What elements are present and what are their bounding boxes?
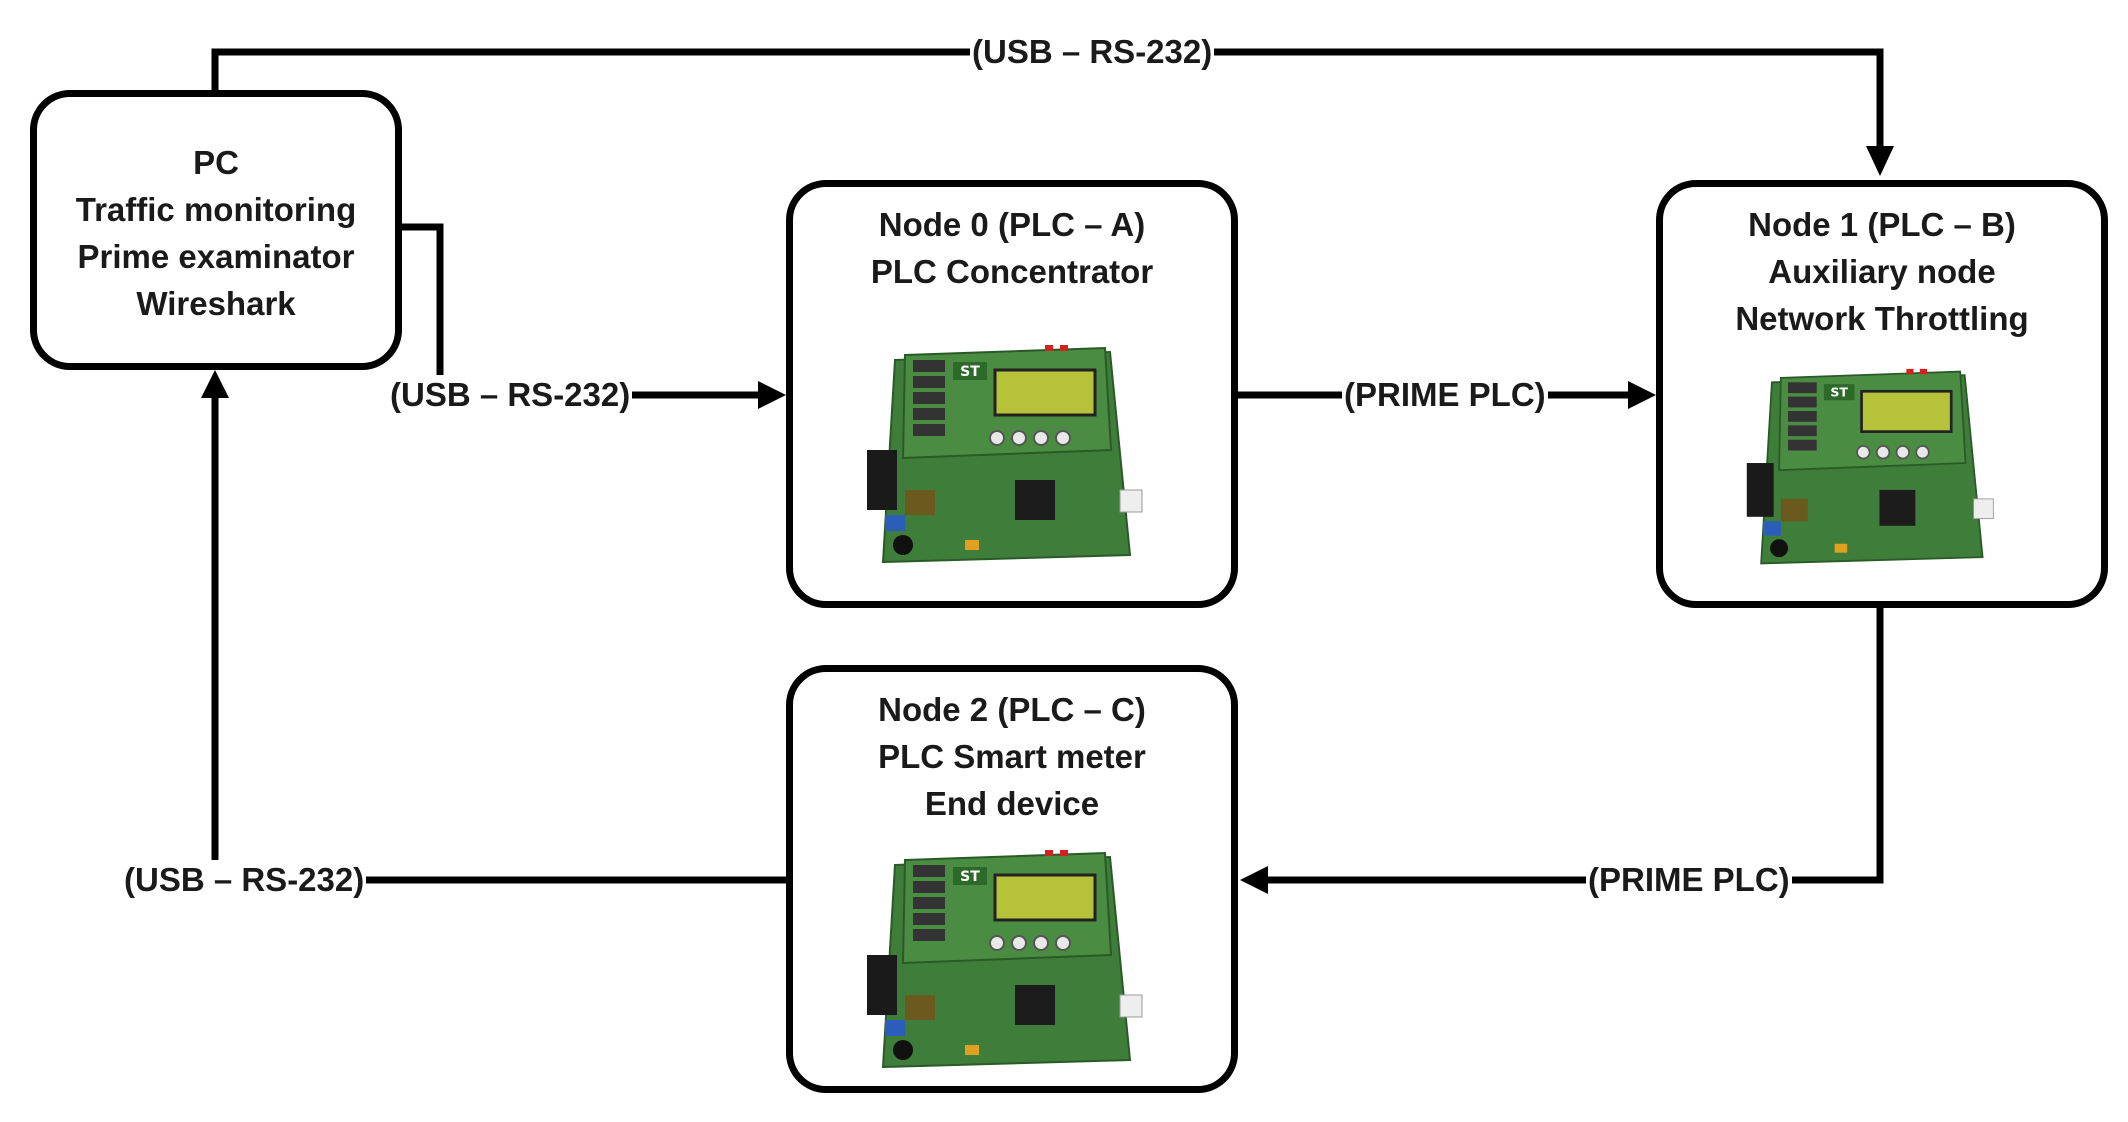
node0-role: PLC Concentrator — [870, 253, 1154, 290]
relay-block — [913, 424, 945, 436]
lcd-display — [993, 368, 1097, 417]
board-button — [1033, 430, 1049, 446]
edge-label-node0-to-node1: (PRIME PLC) — [1342, 375, 1548, 415]
relay-block — [913, 376, 945, 388]
lcd-display — [993, 873, 1097, 922]
pc-title: PC — [193, 144, 239, 181]
blue-component — [885, 1020, 905, 1036]
main-chip — [1015, 480, 1055, 520]
node1-role: Auxiliary node — [1768, 253, 1996, 290]
transformer — [905, 490, 935, 515]
arrowhead-node1-to-node2 — [1240, 866, 1268, 894]
transformer — [905, 995, 935, 1020]
transformer — [1780, 498, 1808, 522]
knob — [1770, 539, 1789, 558]
arrowhead-pc-to-node0 — [758, 381, 786, 409]
knob — [893, 1040, 913, 1060]
st-logo: ST — [1830, 385, 1848, 400]
relay-block — [1788, 439, 1817, 451]
board-button — [1055, 430, 1071, 446]
power-connector — [867, 955, 897, 1015]
edge-label-pc-to-node1: (USB – RS-232) — [970, 32, 1215, 72]
edge-pc-to-node0 — [398, 223, 770, 399]
power-connector — [867, 450, 897, 510]
blue-component — [885, 515, 905, 531]
board-button — [1915, 445, 1930, 460]
board-button — [989, 430, 1005, 446]
board-button — [1011, 935, 1027, 951]
node0-plc-board-image: ST — [867, 345, 1143, 564]
edge-label-node1-to-node2: (PRIME PLC) — [1586, 860, 1792, 900]
red-led — [1060, 850, 1068, 856]
side-connector — [1973, 498, 1994, 520]
st-logo-plate — [953, 867, 987, 885]
board-button — [1011, 430, 1027, 446]
board-button — [989, 935, 1005, 951]
arrowhead-pc-to-node1 — [1866, 146, 1894, 176]
relay-block — [1788, 396, 1817, 408]
relay-block — [913, 392, 945, 404]
edge-label-node2-to-pc: (USB – RS-232) — [122, 860, 367, 900]
pc-line-wireshark: Wireshark — [136, 285, 296, 322]
board-button — [1055, 935, 1071, 951]
pc-line-traffic-monitoring: Traffic monitoring — [75, 191, 357, 228]
relay-block — [1788, 411, 1817, 422]
relay-block — [913, 897, 945, 909]
node2-title: Node 2 (PLC – C) — [878, 691, 1146, 728]
board-button — [1856, 445, 1871, 460]
node2-function: End device — [924, 785, 1100, 822]
pc-box-text: PC Traffic monitoring Prime examinator W… — [37, 139, 395, 327]
node2-role: PLC Smart meter — [878, 738, 1146, 775]
relay-block — [1788, 425, 1817, 437]
relay-block — [913, 360, 945, 372]
board-button — [1033, 935, 1049, 951]
yellow-capacitor — [1834, 543, 1848, 553]
relay-block — [913, 881, 945, 893]
power-connector — [1746, 463, 1774, 517]
edge-node1-to-node2 — [1258, 608, 1884, 884]
node2-plc-board-image: ST — [867, 850, 1143, 1069]
relay-block — [913, 408, 945, 420]
yellow-capacitor — [965, 540, 979, 550]
st-logo: ST — [960, 869, 980, 885]
arrowhead-node0-to-node1 — [1628, 381, 1656, 409]
edge-label-pc-to-node0: (USB – RS-232) — [388, 375, 633, 415]
red-led — [1045, 345, 1053, 351]
side-connector — [1119, 994, 1143, 1018]
main-chip — [1879, 489, 1916, 526]
relay-block — [1788, 382, 1817, 394]
board-button — [1895, 445, 1910, 460]
node1-function: Network Throttling — [1735, 300, 2029, 337]
node1-box-text: Node 1 (PLC – B) Auxiliary node Network … — [1663, 201, 2101, 342]
st-logo: ST — [960, 364, 980, 380]
side-connector — [1119, 489, 1143, 513]
node1-plc-board-image: ST — [1746, 368, 1994, 565]
st-logo-plate — [953, 362, 987, 380]
arrowhead-node2-to-pc — [201, 370, 229, 398]
red-led — [1906, 368, 1914, 375]
node0-title: Node 0 (PLC – A) — [878, 206, 1146, 243]
relay-block — [913, 865, 945, 877]
node2-box-text: Node 2 (PLC – C) PLC Smart meter End dev… — [793, 686, 1231, 827]
red-led — [1919, 368, 1927, 375]
node0-box-text: Node 0 (PLC – A) PLC Concentrator — [793, 201, 1231, 295]
blue-component — [1762, 521, 1781, 536]
board-button — [1875, 445, 1891, 460]
yellow-capacitor — [965, 1045, 979, 1055]
st-logo-plate — [1823, 384, 1855, 401]
red-led — [1045, 850, 1053, 856]
lcd-display — [1860, 389, 1953, 433]
pc-line-prime-examinator: Prime examinator — [77, 238, 355, 275]
main-chip — [1015, 985, 1055, 1025]
relay-block — [913, 913, 945, 925]
edge-node2-to-pc — [211, 390, 786, 884]
knob — [893, 535, 913, 555]
pc-box: PC Traffic monitoring Prime examinator W… — [30, 90, 402, 370]
node1-title: Node 1 (PLC – B) — [1748, 206, 2016, 243]
red-led — [1060, 345, 1068, 351]
relay-block — [913, 929, 945, 941]
